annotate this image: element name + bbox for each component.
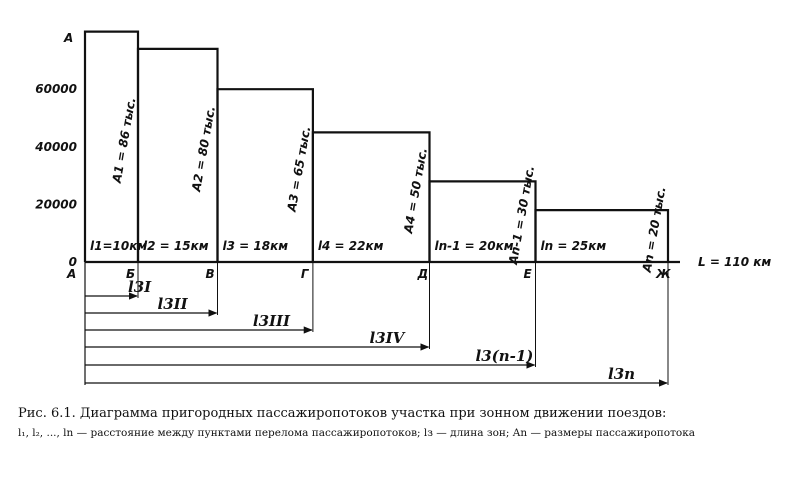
zone-length-label: l3IV [370, 329, 406, 347]
flow-value-label: A4 = 50 тыс. [401, 147, 430, 236]
y-tick-label: 20000 [35, 197, 77, 211]
point-label: Ж [655, 267, 671, 281]
flow-value-label: A3 = 65 тыс. [284, 125, 313, 214]
zone-length-label: l3I [128, 278, 152, 296]
y-axis-title: A [63, 31, 73, 45]
caption-title: Рис. 6.1. Диаграмма пригородных пассажир… [18, 406, 667, 421]
passenger-flow-diagram: A 0 20000 40000 60000 L = 110 км l1=10км A1 = 8… [34, 30, 771, 387]
chart-canvas: A 0 20000 40000 60000 L = 110 км l1=10км A1 = 8… [34, 30, 771, 387]
caption-note: l₁, l₂, ..., ln — расстояние между пункт… [18, 427, 696, 439]
total-length-label: L = 110 км [698, 255, 771, 269]
flow-value-label: A1 = 86 тыс. [109, 96, 138, 185]
segment-length-label: l1=10км [90, 239, 147, 253]
flow-bar-6 [534, 209, 670, 262]
segment-length-label: l4 = 22км [318, 239, 384, 253]
point-label: В [206, 267, 215, 281]
flow-value-label: An-1 = 30 тыс. [506, 165, 537, 267]
point-label: Г [301, 267, 310, 281]
figure-caption: Рис. 6.1. Диаграмма пригородных пассажир… [18, 406, 788, 439]
zone-length-label: l3II [158, 295, 189, 313]
segment-length-label: l3 = 18км [223, 239, 289, 253]
y-tick-label: 40000 [34, 140, 77, 154]
point-label: Б [126, 267, 135, 281]
point-label: А [66, 267, 76, 281]
zone-length-label: l3n [608, 365, 635, 383]
flow-value-label: A2 = 80 тыс. [189, 105, 218, 194]
zone-length-label: l3III [253, 312, 291, 330]
segment-length-label: ln = 25км [541, 239, 607, 253]
y-tick-label: 0 [69, 255, 77, 269]
segment-length-label: ln-1 = 20км [435, 239, 514, 253]
point-label: Е [524, 267, 533, 281]
flow-bar-1 [83, 30, 140, 262]
zone-length-label: l3(n-1) [476, 347, 534, 365]
y-tick-label: 60000 [35, 82, 77, 96]
point-label: Д [417, 267, 429, 281]
segment-length-label: l2 = 15км [143, 239, 209, 253]
